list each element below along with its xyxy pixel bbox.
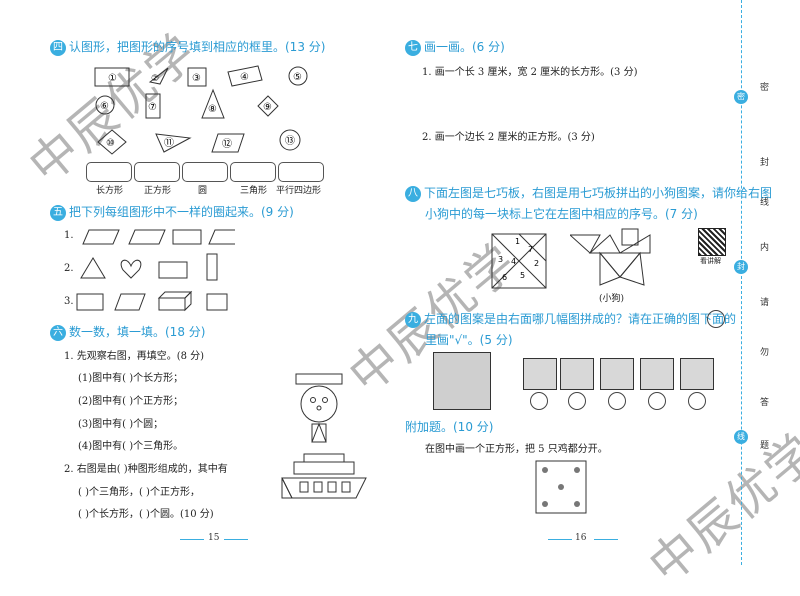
answer-box-rectangle[interactable] [86, 162, 132, 182]
answer-circle[interactable] [688, 392, 706, 410]
option-picture [600, 358, 634, 390]
svg-text:③: ③ [192, 73, 201, 84]
section-4-title: 四认图形，把图形的序号填到相应的框里。(13 分) [50, 38, 325, 56]
category-label: 长方形 [96, 186, 124, 196]
svg-text:⑦: ⑦ [148, 102, 157, 113]
svg-text:⑥: ⑥ [100, 101, 109, 112]
option-picture [523, 358, 557, 390]
boat-figure [281, 453, 367, 499]
svg-text:⑬: ⑬ [285, 135, 295, 147]
svg-text:5: 5 [520, 271, 525, 280]
sidebar-char: 勿 [760, 348, 770, 358]
qr-code[interactable] [698, 228, 726, 256]
question-text: 在图中画一个正方形，把 5 只鸡都分开。 [425, 444, 608, 455]
question-text: 1. 画一个长 3 厘米，宽 2 厘米的长方形。(3 分) [422, 67, 638, 78]
answer-circle[interactable] [608, 392, 626, 410]
answer-box-square[interactable] [134, 162, 180, 182]
sidebar-badge: 线 [734, 430, 748, 444]
divider [594, 539, 618, 540]
chicken-grid[interactable] [535, 460, 587, 514]
sidebar-char: 内 [760, 243, 770, 253]
svg-text:①: ① [108, 73, 117, 84]
question-text: 1. 先观察右图，再填空。(8 分) [64, 351, 205, 362]
row-label: 2. [64, 263, 74, 274]
fill-blank-item: (4)图中有( )个三角形。 [78, 441, 184, 452]
svg-text:4: 4 [511, 257, 516, 266]
composite-picture [433, 352, 491, 410]
svg-text:⑨: ⑨ [263, 102, 272, 113]
shapes-figure: ① ② ③ ④ ⑤ ⑥ ⑦ ⑧ ⑨ ⑩ ⑪ ⑫ ⑬ [94, 65, 308, 155]
svg-text:②: ② [151, 74, 159, 84]
svg-text:⑤: ⑤ [293, 72, 302, 83]
question-text: ( )个三角形，( )个正方形， [78, 487, 200, 498]
answer-circle[interactable] [648, 392, 666, 410]
sidebar-char: 请 [760, 298, 770, 308]
svg-text:6: 6 [502, 273, 507, 282]
section-8-title-cont: 小狗中的每一块标上它在左图中相应的序号。(7 分) [425, 207, 698, 221]
svg-text:⑧: ⑧ [208, 104, 217, 115]
page-number: 15 [208, 533, 220, 543]
sidebar-char: 答 [760, 398, 770, 408]
option-picture [640, 358, 674, 390]
qr-caption: 看讲解 [700, 257, 721, 265]
section-7-title: 七画一画。(6 分) [405, 38, 505, 56]
sidebar-badge: 封 [734, 260, 748, 274]
sidebar-char: 密 [760, 83, 770, 93]
fill-blank-item: (2)图中有( )个正方形； [78, 396, 184, 407]
page-number: 16 [575, 533, 587, 543]
section-6-title: 六数一数，填一填。(18 分) [50, 323, 205, 341]
sidebar-char: 题 [760, 441, 770, 451]
section-5-title: 五把下列每组图形中不一样的圈起来。(9 分) [50, 203, 294, 221]
svg-text:⑪: ⑪ [164, 137, 174, 149]
cut-line [741, 0, 742, 565]
category-label: 三角形 [240, 186, 268, 196]
svg-text:1: 1 [515, 237, 520, 246]
answer-box-triangle[interactable] [230, 162, 276, 182]
sidebar-char: 线 [760, 198, 770, 208]
svg-text:④: ④ [240, 72, 249, 83]
watermark: 中辰优学 [638, 423, 800, 595]
robot-figure [295, 373, 343, 443]
divider [224, 539, 248, 540]
dog-caption: (小狗) [599, 294, 625, 304]
category-label: 正方形 [144, 186, 172, 196]
sidebar-badge: 密 [734, 90, 748, 104]
answer-circle[interactable] [568, 392, 586, 410]
section-9-title: 九左面的图案是由右面哪几幅图拼成的？请在正确的图下面的 [405, 310, 736, 328]
dog-figure [570, 228, 651, 286]
svg-text:⑫: ⑫ [222, 138, 232, 150]
answer-box-circle[interactable] [182, 162, 228, 182]
answer-box-parallelogram[interactable] [278, 162, 324, 182]
sidebar-char: 封 [760, 158, 770, 168]
question-text: ( )个长方形，( )个圆。(10 分) [78, 509, 214, 520]
svg-text:3: 3 [498, 255, 503, 264]
fill-blank-item: (3)图中有( )个圆； [78, 419, 164, 430]
option-picture [680, 358, 714, 390]
section-9-title-cont: 里画"√"。(5 分) [425, 333, 513, 347]
question-text: 2. 画一个边长 2 厘米的正方形。(3 分) [422, 132, 595, 143]
divider [180, 539, 204, 540]
question-text: 2. 右图是由( )种图形组成的，其中有 [64, 464, 228, 475]
divider [548, 539, 572, 540]
row-label: 3. [64, 296, 74, 307]
svg-text:⑩: ⑩ [106, 138, 115, 149]
section-8-title: 八下面左图是七巧板，右图是用七巧板拼出的小狗图案，请你给右图 [405, 184, 772, 202]
category-label: 圆 [198, 186, 208, 196]
svg-text:7: 7 [528, 245, 533, 254]
answer-circle[interactable] [530, 392, 548, 410]
svg-text:2: 2 [534, 259, 539, 268]
answer-circle-example [707, 310, 725, 328]
option-picture [560, 358, 594, 390]
fill-blank-item: (1)图中有( )个长方形； [78, 373, 184, 384]
bonus-title: 附加题。(10 分) [405, 420, 494, 434]
category-label: 平行四边形 [276, 186, 322, 196]
row-label: 1. [64, 230, 74, 241]
odd-one-out-figure [76, 229, 235, 312]
